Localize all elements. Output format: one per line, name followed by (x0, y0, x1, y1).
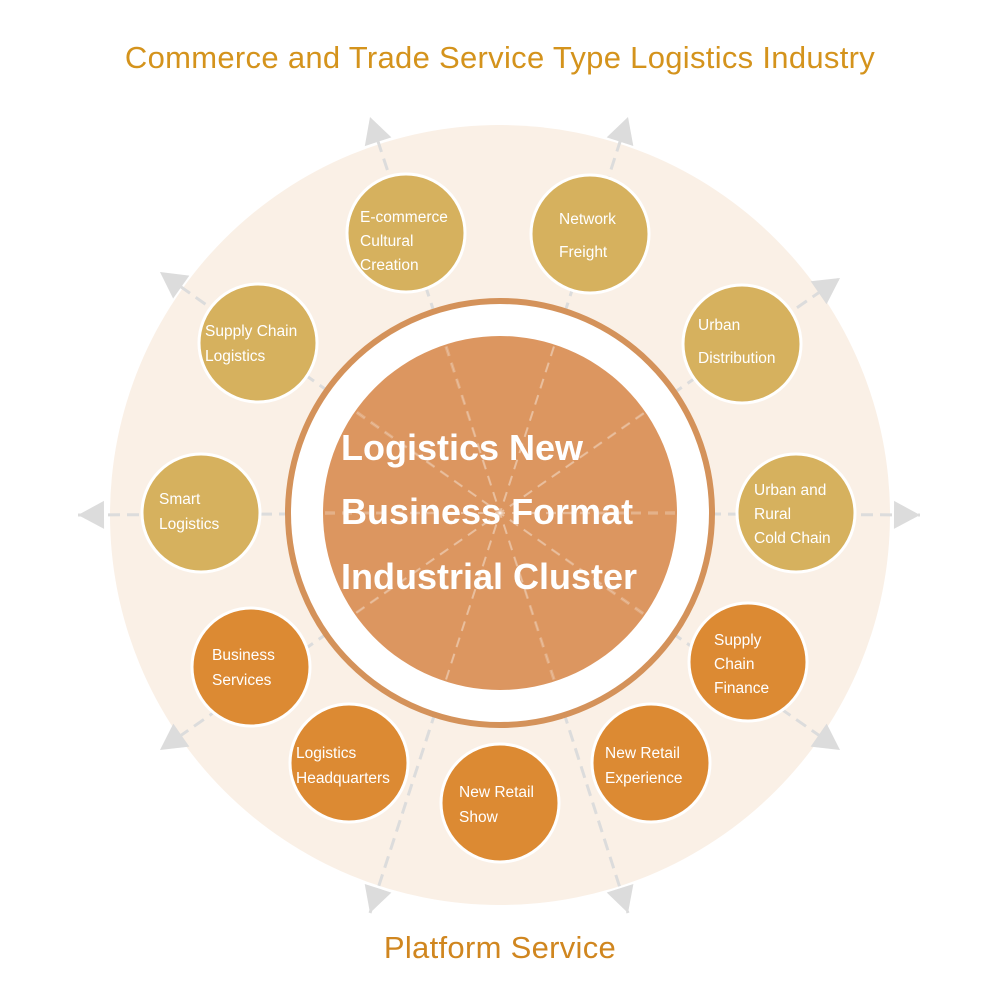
node-circle-new-retail-experience (590, 702, 712, 824)
center-spoke-1 (444, 346, 556, 680)
node-label-urban-distribution-1: Urban (698, 317, 740, 334)
node-circle-e-commerce-cultural-creation (345, 172, 467, 294)
node-label-supply-chain-finance-3: Finance (714, 680, 769, 697)
bottom-title: Platform Service (383, 930, 617, 965)
node-label-network-freight-1: Network (559, 211, 616, 228)
node-label-new-retail-show-1: New Retail (459, 784, 534, 801)
node-label-business-services-2: Services (212, 672, 272, 689)
node-label-smart-logistics-1: Smart (159, 491, 201, 508)
center-spoke-6 (445, 346, 555, 680)
node-label-urban-distribution-2: Distribution (698, 350, 776, 367)
spokes-layer (324, 346, 676, 680)
arrowhead-2 (606, 117, 634, 147)
center-circle (323, 336, 677, 690)
node-circle-network-freight (529, 173, 651, 295)
center-title-line-3: Industrial Cluster (341, 556, 637, 597)
node-circle-logistics-headquarters (288, 702, 410, 824)
node-circle-supply-chain-finance (687, 601, 809, 723)
node-label-supply-chain-finance-1: Supply (714, 632, 762, 649)
node-label-new-retail-experience-2: Experience (605, 770, 683, 787)
node-circle-supply-chain-logistics (197, 282, 319, 404)
center-spoke-5 (355, 412, 645, 614)
center-spoke-4 (324, 511, 676, 515)
node-circle-urban-distribution (681, 283, 803, 405)
node-circle-smart-logistics (140, 452, 262, 574)
center-spoke-2 (445, 346, 555, 680)
arrowhead-3 (810, 278, 840, 305)
node-label-supply-chain-logistics-2: Logistics (205, 348, 266, 365)
arrowhead-10 (160, 272, 190, 299)
arrowhead-8 (160, 723, 190, 750)
node-label-e-commerce-cultural-creation-2: Cultural (360, 233, 413, 250)
center-title: Logistics New Business Format Industrial… (341, 427, 637, 597)
center-spoke-8 (355, 412, 645, 614)
node-label-smart-logistics-2: Logistics (159, 516, 220, 533)
node-label-new-retail-show-2: Show (459, 809, 499, 826)
top-title: Commerce and Trade Service Type Logistic… (124, 40, 876, 75)
arrowhead-7 (364, 883, 392, 913)
node-label-network-freight-2: Freight (559, 244, 608, 261)
node-label-e-commerce-cultural-creation-1: E-commerce (360, 209, 448, 226)
center-spoke-10 (356, 410, 644, 616)
node-label-supply-chain-logistics-1: Supply Chain (205, 323, 297, 340)
node-label-urban-rural-cold-chain-2: Rural (754, 506, 791, 523)
node-label-supply-chain-finance-2: Chain (714, 656, 755, 673)
arrowhead-1 (364, 117, 392, 147)
node-circle-new-retail-show (439, 742, 561, 864)
node-label-new-retail-experience-1: New Retail (605, 745, 680, 762)
arrowhead-5 (810, 723, 840, 750)
arrowhead-9 (78, 500, 105, 529)
center-title-line-2: Business Format (341, 491, 633, 532)
node-circle-business-services (190, 606, 312, 728)
center-spoke-3 (355, 412, 645, 614)
node-label-e-commerce-cultural-creation-3: Creation (360, 257, 419, 274)
center-spoke-7 (444, 346, 556, 680)
arrowhead-4 (893, 500, 920, 529)
node-label-urban-rural-cold-chain-3: Cold Chain (754, 530, 831, 547)
node-circle-urban-rural-cold-chain (735, 452, 857, 574)
node-label-logistics-headquarters-2: Headquarters (296, 770, 390, 787)
node-label-business-services-1: Business (212, 647, 275, 664)
node-label-urban-rural-cold-chain-1: Urban and (754, 482, 826, 499)
arrowhead-6 (606, 883, 634, 913)
center-title-line-1: Logistics New (341, 427, 584, 468)
center-spoke-9 (324, 511, 676, 515)
node-label-logistics-headquarters-1: Logistics (296, 745, 357, 762)
